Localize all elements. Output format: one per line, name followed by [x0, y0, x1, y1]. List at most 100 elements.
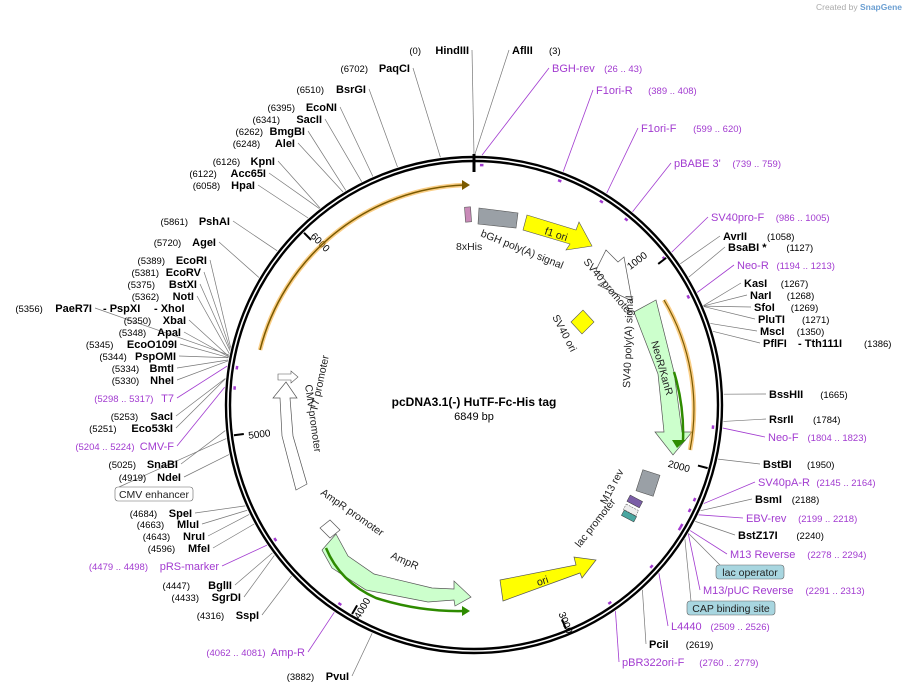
site-mlui-name[interactable]: MluI: [177, 519, 199, 531]
primer-m13-puc-reverse-name[interactable]: M13/pUC Reverse: [703, 585, 793, 597]
site-econi-name[interactable]: EcoNI: [306, 102, 337, 114]
site-pcii-name[interactable]: PciI: [649, 639, 669, 651]
bgh-polya-feature[interactable]: [477, 207, 519, 229]
site-sfoi-name[interactable]: SfoI: [754, 302, 775, 314]
primer-amp-r-leader: [307, 612, 335, 653]
primer-t7-name[interactable]: T7: [161, 393, 174, 405]
sv40-promoter-feature[interactable]: [595, 249, 633, 302]
sv40-ori-feature[interactable]: [570, 309, 595, 335]
primer-amp-r-name[interactable]: Amp-R: [271, 647, 305, 659]
boxed-label-cmv_enhancer[interactable]: CMV enhancer: [114, 486, 194, 502]
site-pluti-name[interactable]: PluTI: [758, 314, 785, 326]
neor-kanr-feature[interactable]: [633, 299, 693, 456]
cmv-promoter-feature[interactable]: [272, 381, 308, 491]
site-rsrii-name[interactable]: RsrII: [769, 414, 793, 426]
primer-cmv-f-name[interactable]: CMV-F: [140, 441, 175, 453]
boxed-label-lac_operator[interactable]: lac operator: [715, 564, 785, 580]
primer-sv40pro-f-name[interactable]: SV40pro-F: [711, 212, 764, 224]
site-pspomi-name[interactable]: PspOMI: [135, 351, 176, 363]
site-bmgbi-name[interactable]: BmgBI: [270, 126, 305, 138]
site-snabi-name[interactable]: SnaBI: [147, 459, 178, 471]
site-ecori-name[interactable]: EcoRI: [176, 255, 207, 267]
site-bstxi-name[interactable]: BstXI: [169, 279, 197, 291]
primer-t7-range: (5298 .. 5317): [94, 394, 153, 405]
sv40-polya-feature[interactable]: [635, 469, 661, 497]
cap-site-feature[interactable]: [621, 509, 637, 523]
his-tag-feature[interactable]: [464, 206, 472, 223]
site-bstbi-name[interactable]: BstBI: [763, 459, 792, 471]
site-paqci-name[interactable]: PaqCI: [379, 63, 410, 75]
site-eco0109i-name[interactable]: EcoO109I: [127, 339, 177, 351]
site-msci-name[interactable]: MscI: [760, 326, 784, 338]
primer-f1ori-r-name[interactable]: F1ori-R: [596, 85, 633, 97]
insert-arc: [259, 184, 465, 351]
site-snabi-position: (5025): [109, 460, 136, 471]
site-pshai-name[interactable]: PshAI: [199, 216, 230, 228]
ori-feature[interactable]: [499, 556, 597, 602]
site-bstz17i-name[interactable]: BstZ17I: [738, 530, 778, 542]
site-bglii-name[interactable]: BglII: [208, 580, 232, 592]
site-acc65i-name[interactable]: Acc65I: [231, 168, 266, 180]
primer-m13-reverse-name[interactable]: M13 Reverse: [730, 549, 795, 561]
site-aflii-name[interactable]: AflII: [512, 45, 533, 57]
site-saci-name[interactable]: SacI: [150, 411, 173, 423]
site-pspxi-name[interactable]: - PspXI: [103, 303, 140, 315]
site-bsrgi-name[interactable]: BsrGI: [336, 84, 366, 96]
site-eco53ki-name[interactable]: Eco53kI: [131, 423, 173, 435]
primer-m13-reverse-leader: [689, 530, 728, 555]
primer-pbabe-3-name[interactable]: pBABE 3': [674, 158, 721, 170]
site-ndei-name[interactable]: NdeI: [157, 472, 181, 484]
site-hindiii-name[interactable]: HindIII: [435, 45, 469, 57]
site-nhei-name[interactable]: NheI: [150, 375, 174, 387]
site-pvui-name[interactable]: PvuI: [326, 671, 349, 683]
primer-sv40pa-r-name[interactable]: SV40pA-R: [758, 477, 810, 489]
site-kasi-name[interactable]: KasI: [744, 278, 767, 290]
site-nari-name[interactable]: NarI: [750, 290, 771, 302]
site-sacii-name[interactable]: SacII: [296, 114, 322, 126]
site-paer7i-name[interactable]: PaeR7I: [55, 303, 92, 315]
primer-bgh-rev-name[interactable]: BGH-rev: [552, 63, 595, 75]
site-agei-name[interactable]: AgeI: [192, 237, 216, 249]
site-ecorv-name[interactable]: EcoRV: [166, 267, 202, 279]
ampr-feature[interactable]: [321, 533, 472, 607]
boxed-label-cap_site[interactable]: CAP binding site: [686, 600, 776, 616]
primer-prs-marker-name[interactable]: pRS-marker: [160, 561, 220, 573]
ampr-orf-arc: [324, 547, 465, 613]
site-alei-name[interactable]: AleI: [275, 138, 295, 150]
site-nrui-name[interactable]: NruI: [183, 531, 205, 543]
site-avrii-name[interactable]: AvrII: [723, 231, 747, 243]
site-hpai-name[interactable]: HpaI: [231, 180, 255, 192]
site-spei-name[interactable]: SpeI: [169, 508, 192, 520]
primer-neo-f-name[interactable]: Neo-F: [768, 432, 799, 444]
site-mfei-name[interactable]: MfeI: [188, 543, 210, 555]
boxed-label-lac_operator-leader: [688, 533, 721, 566]
site-bsmi-name[interactable]: BsmI: [755, 494, 782, 506]
primer-ebv-rev-name[interactable]: EBV-rev: [746, 513, 787, 525]
site-bsshii-name[interactable]: BssHII: [769, 389, 803, 401]
f1-ori-feature[interactable]: [522, 214, 593, 251]
site-pluti-position: (1271): [802, 315, 829, 326]
site-tth111i-name[interactable]: - Tth111I: [798, 338, 842, 350]
primer-neo-r-name[interactable]: Neo-R: [737, 260, 769, 272]
site-noti-name[interactable]: NotI: [173, 291, 194, 303]
site-xhoi-name[interactable]: - XhoI: [154, 303, 185, 315]
primer-f1ori-f-name[interactable]: F1ori-F: [641, 123, 677, 135]
site-sgrdi-name[interactable]: SgrDI: [212, 592, 241, 604]
site-pflfi-name[interactable]: PflFI: [763, 338, 787, 350]
primer-pbr322ori-f-name[interactable]: pBR322ori-F: [622, 657, 685, 669]
site-sgrdi-position: (4433): [172, 593, 199, 604]
site-bsabi-name[interactable]: BsaBI *: [728, 242, 767, 254]
site-xbai-name[interactable]: XbaI: [163, 315, 186, 327]
site-sacii-position: (6341): [253, 115, 280, 126]
site-apai-name[interactable]: ApaI: [157, 327, 181, 339]
m13-rev-feature[interactable]: [626, 494, 643, 509]
site-paer7i-leader: [94, 307, 230, 356]
tick-label-5000: 5000: [248, 428, 272, 442]
primer-f1ori-r-mark: [557, 179, 562, 183]
site-bmti-name[interactable]: BmtI: [150, 363, 174, 375]
t7-promoter-feature[interactable]: [277, 370, 299, 384]
site-kpni-name[interactable]: KpnI: [251, 156, 275, 168]
primer-l4440-name[interactable]: L4440: [671, 621, 702, 633]
site-sspi-name[interactable]: SspI: [236, 610, 259, 622]
ampr-promoter-feature[interactable]: [319, 519, 341, 539]
